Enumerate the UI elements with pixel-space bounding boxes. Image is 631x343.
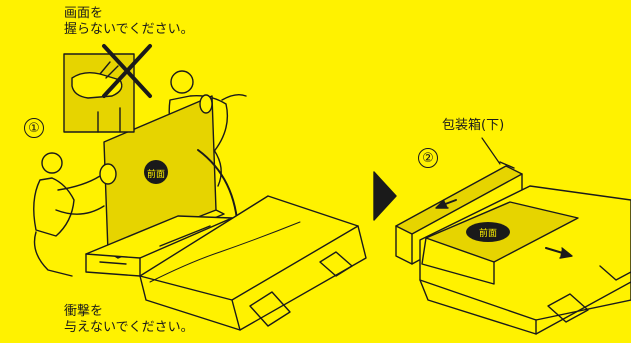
label-leader (481, 137, 501, 165)
step-1-badge: ① (24, 118, 44, 138)
front-label-left: 前面 (147, 168, 165, 180)
box-bottom-label: 包装箱(下) (442, 118, 505, 133)
prohibit-inset (63, 44, 152, 133)
warning-no-grip-text: 画面を 握らないでください。 (64, 6, 194, 37)
box-left (139, 195, 367, 331)
front-label-right: 前面 (479, 227, 497, 239)
panel-right (421, 201, 579, 285)
prohibit-x-icon (102, 44, 152, 98)
person-left (33, 152, 105, 277)
step-2-badge: ② (418, 148, 438, 168)
step-arrow-icon (373, 171, 397, 221)
panel-left (99, 94, 225, 259)
warning-no-impact-text: 衝撃を 与えないでください。 (64, 304, 194, 335)
